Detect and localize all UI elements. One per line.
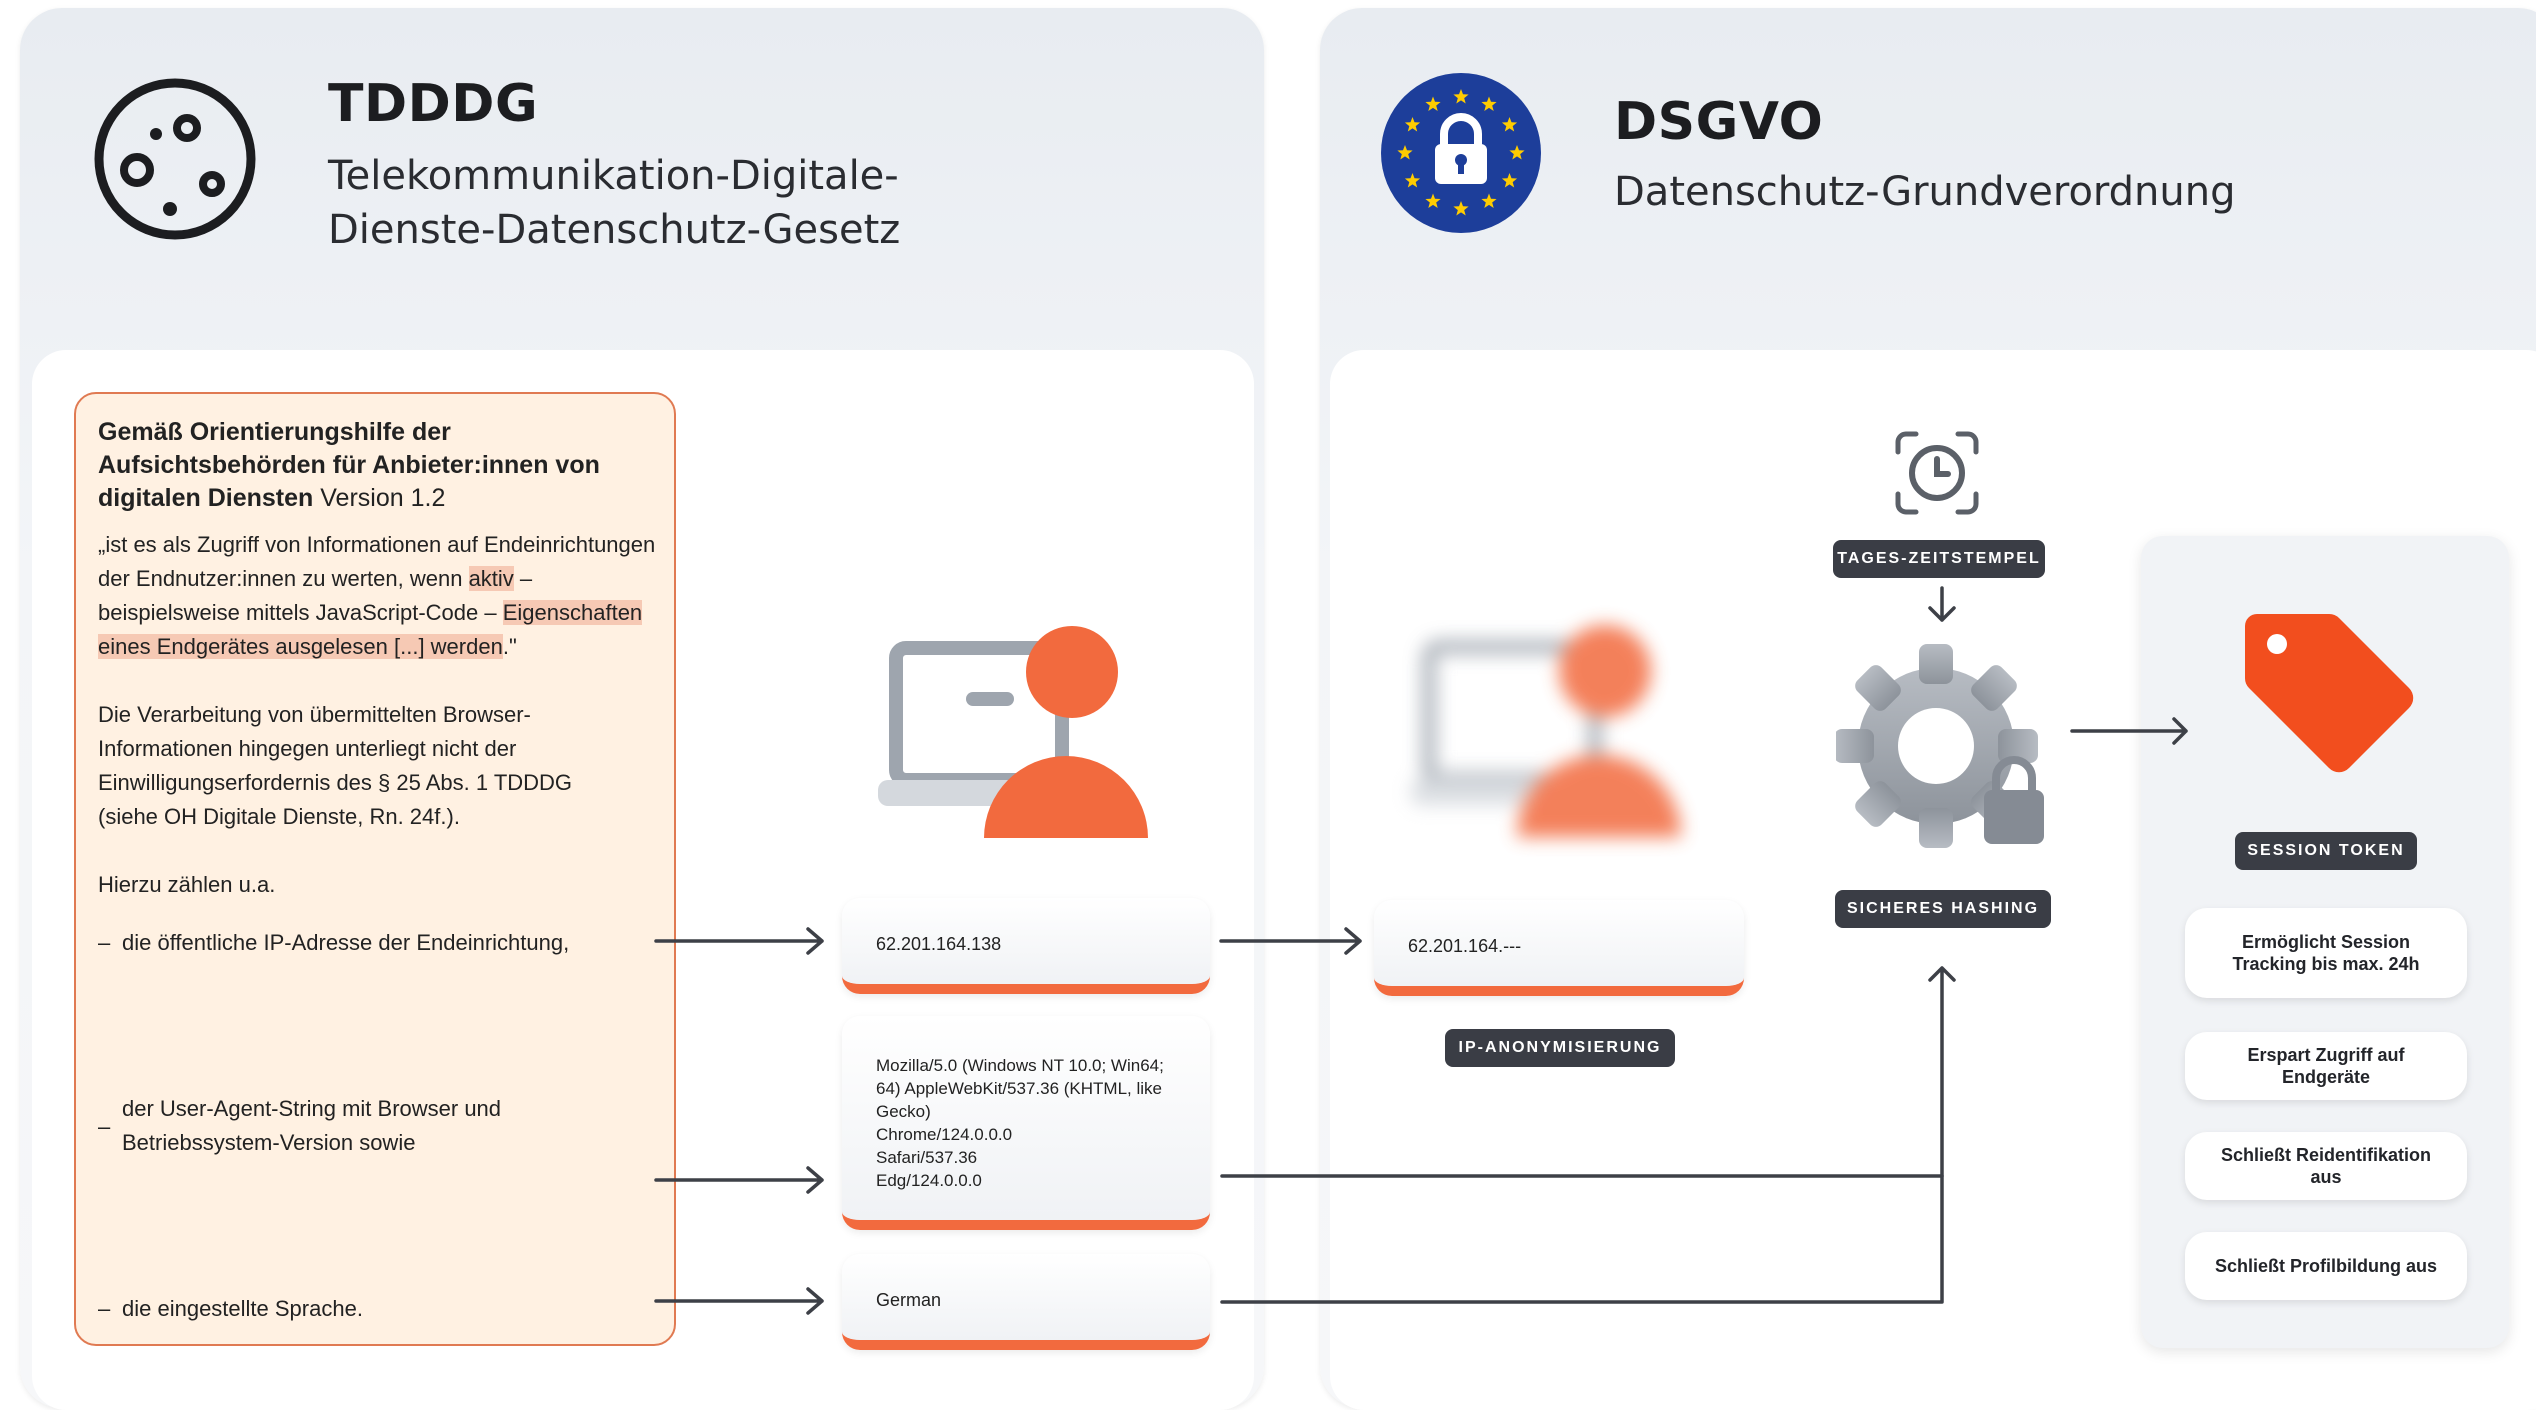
anonymized-ip-value: 62.201.164.--- (1408, 936, 1522, 956)
ip-anonymization-tag: IP-ANONYMISIERUNG (1445, 1029, 1675, 1067)
session-token-card: SESSION TOKEN Ermöglicht Session Trackin… (2141, 536, 2509, 1348)
gear-lock-icon (1836, 644, 2044, 848)
user-agent-line: 64) AppleWebKit/537.36 (KHTML, like (876, 1079, 1162, 1098)
eu-star (1453, 89, 1469, 104)
note-heading-bold: Orientierungshilfe der Aufsichtsbehörden… (98, 418, 600, 512)
tdddg-subtitle-line2: Dienste-Datenschutz-Gesetz (328, 207, 901, 253)
eu-star (1481, 193, 1497, 208)
arrow-ua-to-box (654, 1166, 824, 1194)
language-box: German (842, 1254, 1210, 1350)
session-token-tag: SESSION TOKEN (2235, 832, 2417, 870)
note-list-dash-1: – (98, 930, 111, 955)
cookie-icon (94, 78, 256, 240)
note-quote-part3: ." (502, 634, 517, 659)
anonymized-user-icon (1411, 625, 1681, 837)
timestamp-tag: TAGES-ZEITSTEMPEL (1833, 540, 2045, 578)
eu-star (1453, 201, 1469, 216)
user-agent-value: Mozilla/5.0 (Windows NT 10.0; Win64; 64)… (876, 1054, 1164, 1192)
price-tag-icon (2244, 613, 2414, 773)
arrow-ip-to-box (654, 927, 824, 955)
dsgvo-title: DSGVO (1614, 92, 1824, 152)
eu-star (1509, 145, 1525, 160)
eu-star (1425, 193, 1441, 208)
language-value: German (876, 1290, 942, 1310)
user-agent-line: Safari/537.36 (876, 1148, 978, 1167)
tdddg-title: TDDDG (328, 74, 539, 134)
note-quote: „ist es als Zugriff von Informationen au… (98, 528, 658, 664)
note-quote-highlight-1: aktiv (468, 566, 514, 591)
note-heading-suffix: Version 1.2 (313, 484, 446, 512)
note-list-item-ip: die öffentliche IP-Adresse der Endeinric… (122, 930, 570, 955)
benefit-no-reidentification: Schließt Reidentifikation aus (2185, 1132, 2467, 1200)
user-agent-line: Gecko) (876, 1102, 931, 1121)
user-agent-line: Chrome/124.0.0.0 (876, 1125, 1013, 1144)
note-heading-prefix: Gemäß (98, 418, 190, 446)
benefit-no-device-access: Erspart Zugriff auf Endgeräte (2185, 1032, 2467, 1100)
arrow-ip-to-anonymized (1219, 927, 1362, 955)
note-quote-part2: – beispielsweise mittels JavaScript-Code… (98, 566, 533, 625)
dsgvo-subtitle: Datenschutz-Grundverordnung (1614, 169, 2236, 215)
note-list-item-user-agent: der User-Agent-String mit Browser und Be… (122, 1096, 502, 1155)
clock-icon (1895, 431, 1979, 515)
note-list-dash-3: – (98, 1296, 111, 1321)
eu-star (1404, 173, 1421, 188)
ip-address-box: 62.201.164.138 (842, 898, 1210, 994)
benefit-session-tracking: Ermöglicht Session Tracking bis max. 24h (2185, 908, 2467, 998)
guidance-note: Gemäß Orientierungshilfe der Aufsichtsbe… (74, 392, 676, 1346)
note-list-intro: Hierzu zählen u.a. (98, 872, 276, 897)
note-heading: Gemäß Orientierungshilfe der Aufsichtsbe… (98, 416, 658, 515)
eu-lock-icon (1381, 73, 1541, 233)
arrow-lang-to-hashing (1220, 966, 1956, 1304)
tdddg-subtitle-line1: Telekommunikation-Digitale- (328, 153, 899, 199)
note-quote-part1: „ist es als Zugriff von Informationen au… (98, 532, 656, 591)
benefit-no-profiling: Schließt Profilbildung aus (2185, 1232, 2467, 1300)
note-list-item-language: die eingestellte Sprache. (122, 1296, 363, 1321)
note-list-dash-2: – (98, 1114, 111, 1139)
user-laptop-icon (878, 626, 1148, 838)
anonymized-ip-box: 62.201.164.--- (1374, 900, 1744, 996)
user-agent-line: Mozilla/5.0 (Windows NT 10.0; Win64; (876, 1056, 1164, 1075)
user-agent-box: Mozilla/5.0 (Windows NT 10.0; Win64; 64)… (842, 1016, 1210, 1230)
arrow-gear-to-token (2070, 717, 2188, 745)
arrow-lang-to-box (654, 1287, 824, 1315)
note-paragraph: Die Verarbeitung von übermittelten Brows… (98, 702, 573, 829)
eu-star (1501, 173, 1518, 188)
hashing-tag: SICHERES HASHING (1835, 890, 2051, 928)
user-agent-line: Edg/124.0.0.0 (876, 1171, 982, 1190)
eu-star (1397, 145, 1413, 160)
eu-star (1404, 117, 1421, 132)
eu-star (1425, 96, 1441, 111)
eu-star (1481, 96, 1497, 111)
arrow-timestamp-to-gear (1928, 586, 1956, 622)
eu-star (1501, 117, 1518, 132)
ip-address-value: 62.201.164.138 (876, 934, 1002, 954)
